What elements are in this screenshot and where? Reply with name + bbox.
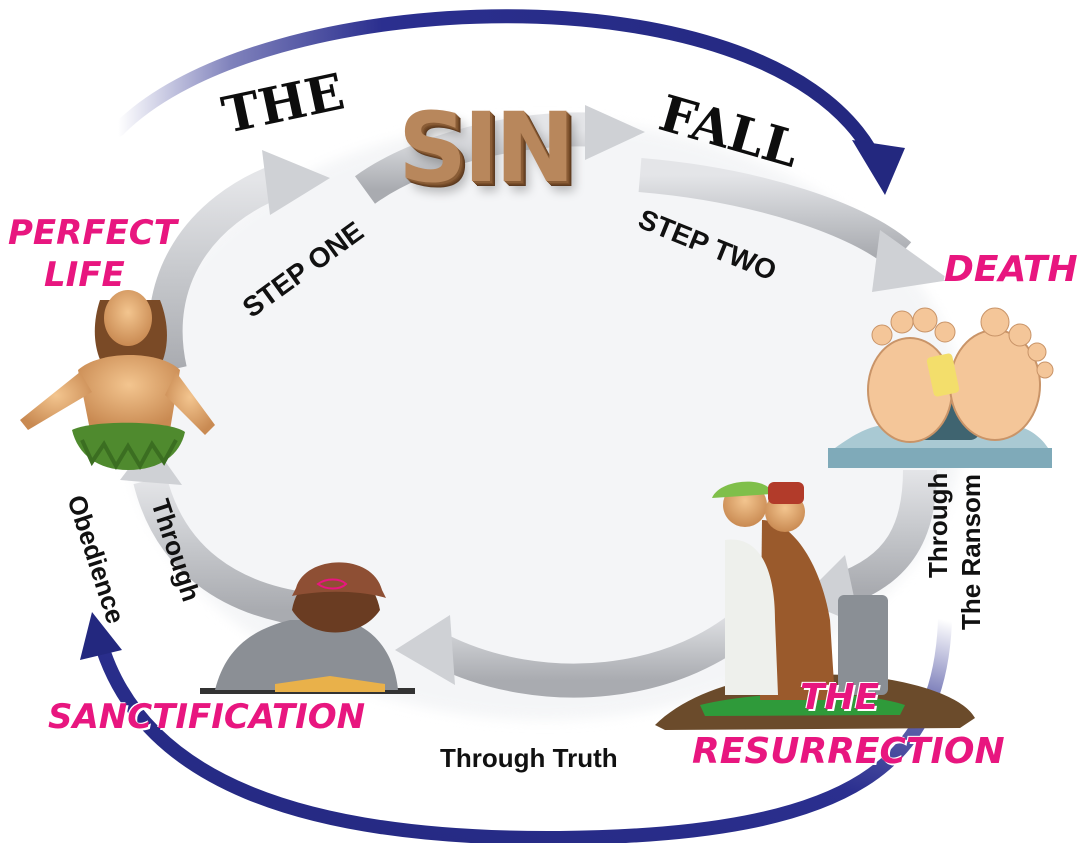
outer-arrow-bottom-head [80,612,122,660]
stage-resurrection-line1: THE [800,677,880,718]
resurrection-illustration [655,481,975,730]
inner-arrow-left-up-head [262,150,330,215]
title-sin: SIN [398,92,575,204]
inner-arrow-top [355,112,602,204]
sanctification-illustration [200,562,415,694]
outer-arrow-top [111,9,877,157]
inner-arrow-bottom [432,597,773,698]
feet-illustration [828,307,1054,468]
through-ransom-line2: The Ransom [956,473,986,630]
adam-illustration [20,290,215,471]
inner-arrow-bottom-head [395,615,455,685]
stage-sanctification: SANCTIFICATION [48,697,366,737]
outer-arrow-bottom [93,613,952,843]
stage-death: DEATH [944,249,1078,290]
inner-arrow-left-lower [133,475,313,627]
outer-arrow-top-head [852,140,905,195]
stage-perfect-life-line2: LIFE [44,255,125,295]
through-ransom-line1: Through [923,472,953,578]
stage-perfect-life-line1: PERFECT [8,213,177,253]
stage-resurrection-line2: RESURRECTION [692,731,1005,772]
inner-arrow-top-head [585,105,645,160]
through-truth-label: Through Truth [440,743,618,773]
inner-arrow-right-down-head [872,230,950,292]
inner-arrow-right-lower [834,469,937,607]
